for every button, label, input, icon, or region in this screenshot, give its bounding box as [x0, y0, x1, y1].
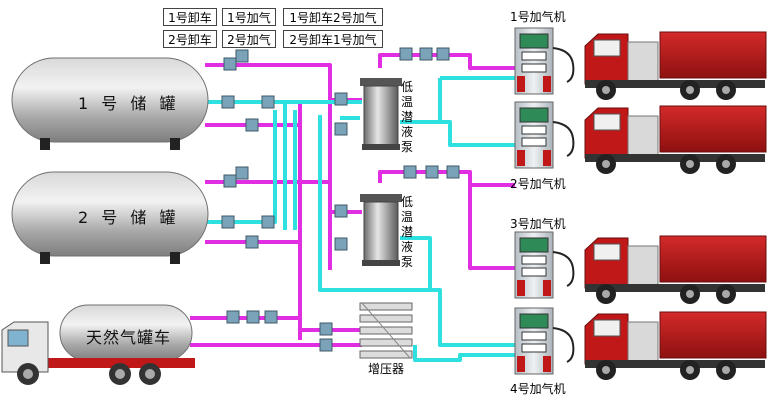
dispenser-3-label: 3号加气机 [510, 217, 566, 231]
valve[interactable] [334, 237, 348, 251]
pump-2-label: 低温潜液泵 [400, 195, 413, 269]
valve[interactable] [334, 204, 348, 218]
tank-1-label: 1 号 储 罐 [78, 94, 180, 113]
valve[interactable] [261, 215, 275, 229]
storage-tank-2[interactable] [11, 171, 209, 264]
tank-2-label: 2 号 储 罐 [78, 208, 180, 227]
valve[interactable] [221, 215, 235, 229]
valve[interactable] [245, 235, 259, 249]
vaporizer-label: 增压器 [368, 362, 405, 376]
valve[interactable] [334, 92, 348, 106]
dispenser-4[interactable] [514, 307, 575, 375]
dump-truck-1[interactable] [584, 31, 767, 100]
valve[interactable] [246, 310, 260, 324]
valve[interactable] [235, 49, 249, 63]
cryogenic-pump-2[interactable] [360, 194, 402, 266]
valve[interactable] [403, 165, 417, 179]
dump-truck-2[interactable] [584, 105, 767, 174]
valve[interactable] [223, 57, 237, 71]
dispenser-1-label: 1号加气机 [510, 10, 566, 24]
cryogenic-pump-1[interactable] [360, 78, 402, 150]
dispenser-3[interactable] [514, 231, 575, 299]
vaporizer[interactable] [359, 302, 413, 359]
dispenser-4-label: 4号加气机 [510, 382, 566, 396]
valve[interactable] [334, 122, 348, 136]
dispenser-2-label: 2号加气机 [510, 177, 566, 191]
valve[interactable] [223, 174, 237, 188]
valve[interactable] [425, 165, 439, 179]
dispensers [514, 27, 575, 375]
valve[interactable] [261, 95, 275, 109]
valve[interactable] [319, 322, 333, 336]
trucks [584, 31, 767, 380]
valve[interactable] [319, 338, 333, 352]
valves [221, 47, 460, 352]
lng-tanker-truck[interactable] [1, 304, 195, 385]
dispenser-1[interactable] [514, 27, 575, 95]
mode-button-tank2-unload-tank1-fuel[interactable]: 2号卸车1号加气 [283, 30, 383, 48]
mode-button-tank1-unload[interactable]: 1号卸车 [163, 8, 217, 26]
valve[interactable] [399, 47, 413, 61]
dump-truck-4[interactable] [584, 311, 767, 380]
valve[interactable] [235, 166, 249, 180]
valve[interactable] [446, 165, 460, 179]
dispenser-2[interactable] [514, 101, 575, 169]
valve[interactable] [221, 95, 235, 109]
mode-button-tank2-fuel[interactable]: 2号加气 [222, 30, 276, 48]
tanker-label: 天然气罐车 [86, 328, 172, 347]
valve[interactable] [226, 310, 240, 324]
valve[interactable] [245, 118, 259, 132]
liquid-pipeline [190, 53, 515, 347]
valve[interactable] [264, 310, 278, 324]
pump-1-label: 低温潜液泵 [400, 80, 413, 154]
mode-button-tank2-unload[interactable]: 2号卸车 [163, 30, 217, 48]
dump-truck-3[interactable] [584, 235, 767, 304]
mode-button-tank1-fuel[interactable]: 1号加气 [222, 8, 276, 26]
valve[interactable] [436, 47, 450, 61]
storage-tank-1[interactable] [11, 57, 209, 150]
valve[interactable] [419, 47, 433, 61]
mode-button-tank1-unload-tank2-fuel[interactable]: 1号卸车2号加气 [283, 8, 383, 26]
